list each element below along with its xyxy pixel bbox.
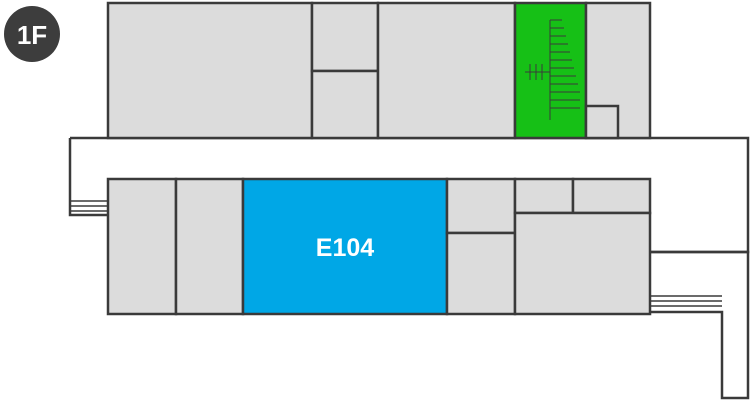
floor-label: 1F [17,20,47,50]
room [445,231,517,316]
room [445,177,517,235]
right-wing [650,250,750,400]
left-entrance-steps [70,200,108,212]
room [174,177,245,316]
floor-badge-circle [4,6,60,62]
room [376,1,517,140]
room [106,177,178,316]
room [513,177,575,215]
floor-badge: 1F [4,6,60,62]
room [513,211,652,316]
stairwell [513,1,588,140]
highlighted-room[interactable]: E104 [241,177,449,316]
room [310,1,380,73]
room [571,177,652,215]
room [310,69,380,140]
room [584,104,620,140]
right-entrance-steps [650,295,722,307]
room-label: E104 [316,234,374,262]
room [106,1,314,140]
